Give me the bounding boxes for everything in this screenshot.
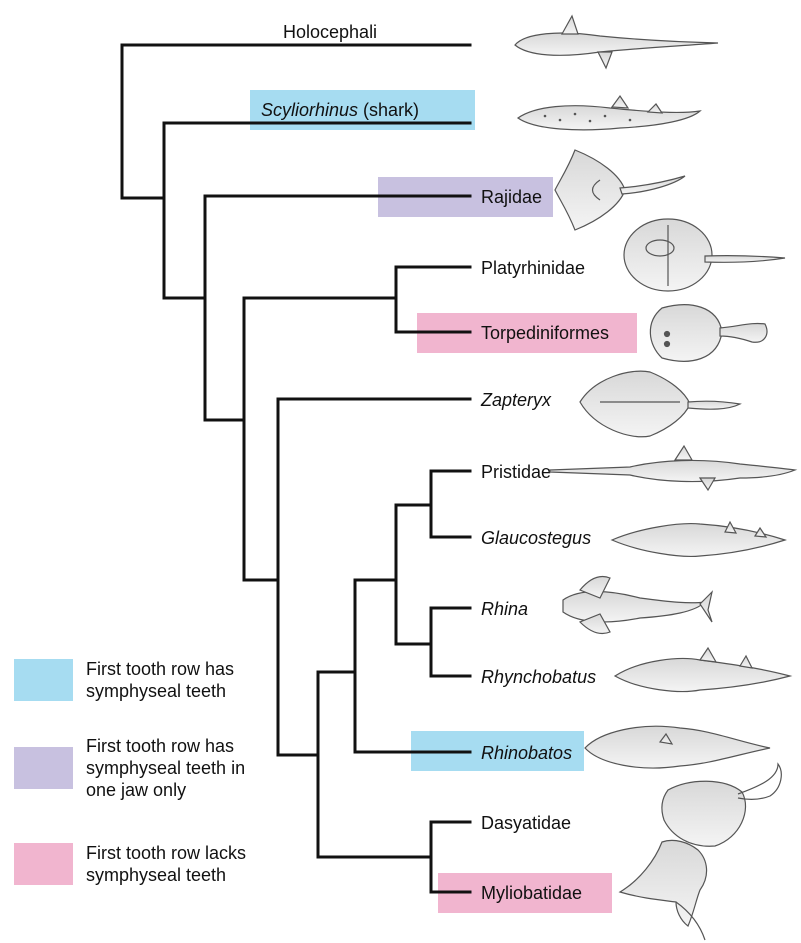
taxon-label-dasyatidae: Dasyatidae	[481, 813, 571, 833]
glaucostegus-illustration	[612, 522, 785, 556]
taxon-label-pristidae: Pristidae	[481, 462, 551, 482]
taxon-name: Rhinobatos	[481, 743, 572, 763]
myliobatidae-illustration	[620, 840, 707, 940]
taxon-name: Rhina	[481, 599, 528, 619]
taxon-label-zapteryx: Zapteryx	[480, 390, 552, 410]
legend-item-one-jaw: First tooth row has symphyseal teeth in …	[14, 735, 316, 801]
dasyatidae-illustration	[662, 764, 781, 846]
taxon-name: Scyliorhinus	[261, 100, 358, 120]
platyrhinidae-illustration	[624, 219, 785, 291]
taxon-label-myliobatidae: Myliobatidae	[481, 883, 582, 903]
taxon-name: Dasyatidae	[481, 813, 571, 833]
taxon-name: Platyrhinidae	[481, 258, 585, 278]
rhina-illustration	[563, 577, 712, 634]
taxon-label-rhina: Rhina	[481, 599, 528, 619]
taxon-label-rhynchobatus: Rhynchobatus	[481, 667, 596, 687]
legend-text-purple: First tooth row has symphyseal teeth in …	[86, 735, 316, 801]
taxon-label-scyliorhinus: Scyliorhinus (shark)	[261, 100, 419, 120]
taxon-name: Glaucostegus	[481, 528, 591, 548]
zapteryx-illustration	[580, 371, 740, 437]
taxon-label-rhinobatos: Rhinobatos	[481, 743, 572, 763]
sawfish-illustration	[550, 446, 795, 490]
taxon-name: Torpediniformes	[481, 323, 609, 343]
taxon-name: Myliobatidae	[481, 883, 582, 903]
taxon-label-glaucostegus: Glaucostegus	[481, 528, 591, 548]
rhynchobatus-illustration	[615, 648, 790, 691]
taxon-label-torpediniformes: Torpediniformes	[481, 323, 609, 343]
taxon-name: Zapteryx	[480, 390, 552, 410]
taxon-suffix: (shark)	[358, 100, 419, 120]
fish-illustrations	[515, 16, 795, 940]
legend-swatch-blue	[14, 659, 73, 701]
legend-item-symphyseal: First tooth row has symphyseal teeth	[14, 658, 316, 702]
legend-text-blue: First tooth row has symphyseal teeth	[86, 658, 316, 702]
taxon-label-holocephali: Holocephali	[283, 22, 377, 42]
legend-text-pink: First tooth row lacks symphyseal teeth	[86, 842, 316, 886]
rhinobatos-illustration	[585, 726, 770, 768]
taxon-name: Rajidae	[481, 187, 542, 207]
taxon-name: Rhynchobatus	[481, 667, 596, 687]
taxon-name: Holocephali	[283, 22, 377, 42]
legend-swatch-pink	[14, 843, 73, 885]
skate-illustration	[555, 150, 685, 230]
chimaera-illustration	[515, 16, 718, 68]
taxon-label-platyrhinidae: Platyrhinidae	[481, 258, 585, 278]
shark-illustration	[518, 96, 700, 130]
legend-item-lacks: First tooth row lacks symphyseal teeth	[14, 842, 316, 886]
taxon-label-rajidae: Rajidae	[481, 187, 542, 207]
torpedo-illustration	[650, 305, 767, 362]
legend-swatch-purple	[14, 747, 73, 789]
taxon-name: Pristidae	[481, 462, 551, 482]
